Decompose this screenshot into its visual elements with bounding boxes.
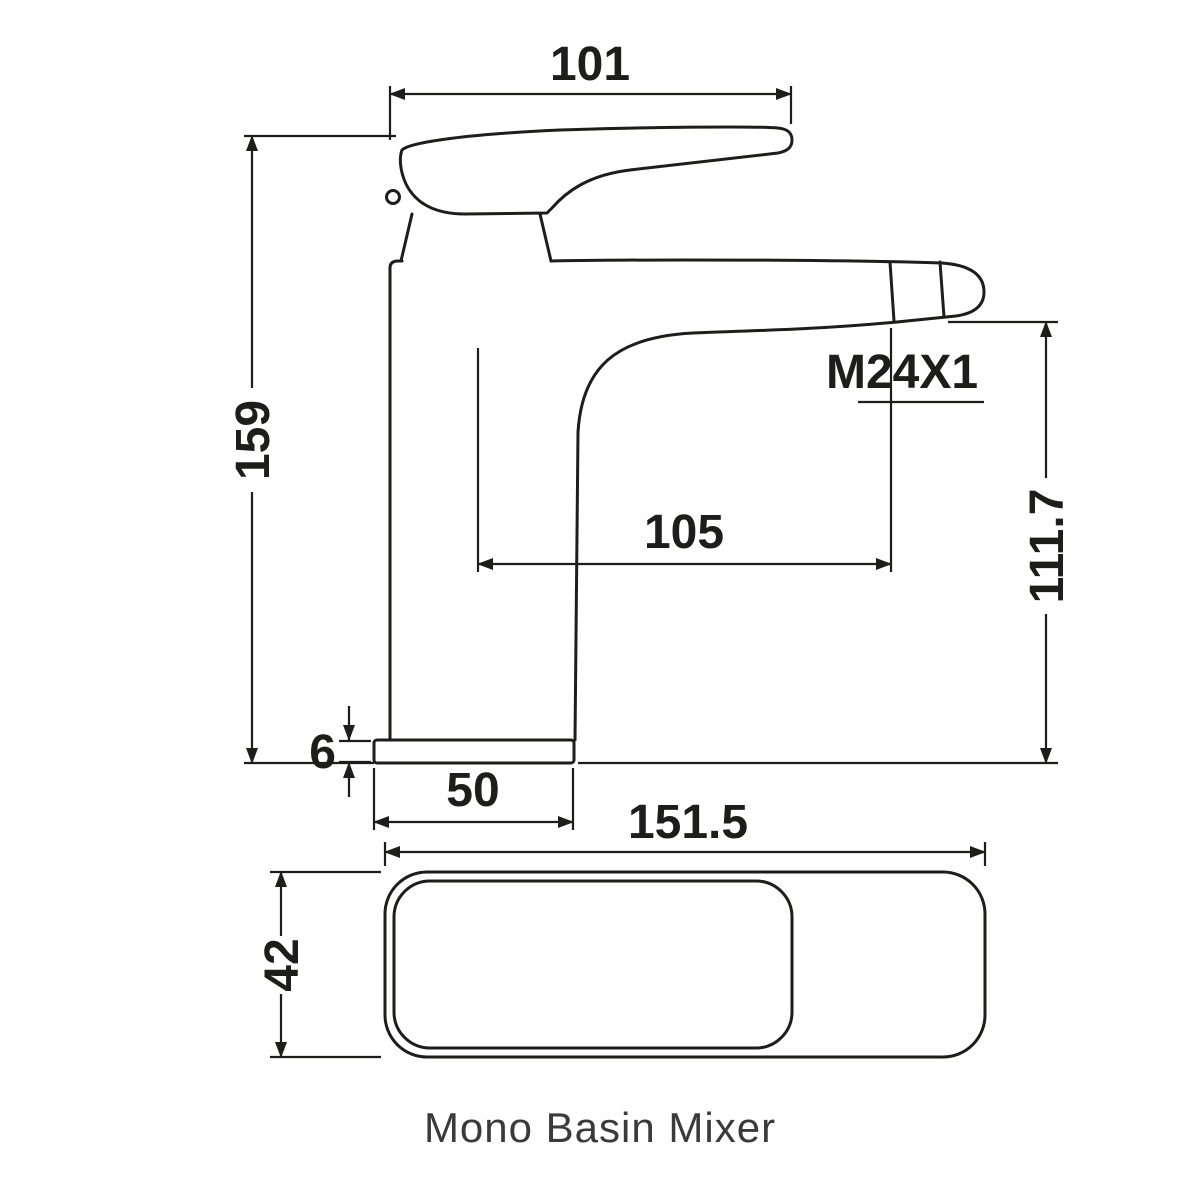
dim-handle-length-label: 101 [550, 38, 630, 91]
dim-aerator-thread-label: M24X1 [826, 346, 978, 399]
spout-and-body-outline [549, 258, 986, 742]
side-view [372, 125, 986, 765]
top-view-outer-outline [383, 870, 987, 1059]
dim-base-plate-thickness: 6 [309, 706, 371, 797]
dim-overall-height-label: 159 [227, 400, 280, 480]
dim-footprint-width: 42 [256, 870, 381, 1059]
dim-base-width: 50 [372, 764, 575, 830]
dim-outlet-height-label: 111.7 [1021, 489, 1074, 604]
dim-footprint-width-label: 42 [256, 938, 309, 991]
top-view-handle-outline [392, 879, 794, 1050]
dim-spout-reach: 105 [476, 328, 893, 572]
aerator-section-lines [888, 260, 946, 323]
base-plate [372, 738, 576, 765]
dim-handle-length: 101 [388, 38, 793, 140]
dimensions: 101 159 M24X1 105 111.7 [227, 38, 1074, 1059]
drawing-caption: Mono Basin Mixer [424, 1104, 776, 1151]
top-view [383, 870, 987, 1059]
handle-neck-lines [399, 212, 553, 263]
dim-base-plate-thickness-label: 6 [309, 726, 336, 779]
handle-lever-outline [398, 125, 794, 216]
dim-overall-height: 159 [227, 134, 396, 765]
handle-pivot-pin [385, 189, 401, 205]
dim-base-width-label: 50 [446, 764, 499, 817]
body-left-edge [388, 259, 404, 742]
dim-footprint-length: 151.5 [383, 796, 987, 866]
dim-aerator-thread: M24X1 [826, 346, 984, 404]
dim-outlet-height: 111.7 [578, 320, 1074, 765]
dim-footprint-length-label: 151.5 [628, 796, 748, 849]
dim-spout-reach-label: 105 [644, 506, 724, 559]
